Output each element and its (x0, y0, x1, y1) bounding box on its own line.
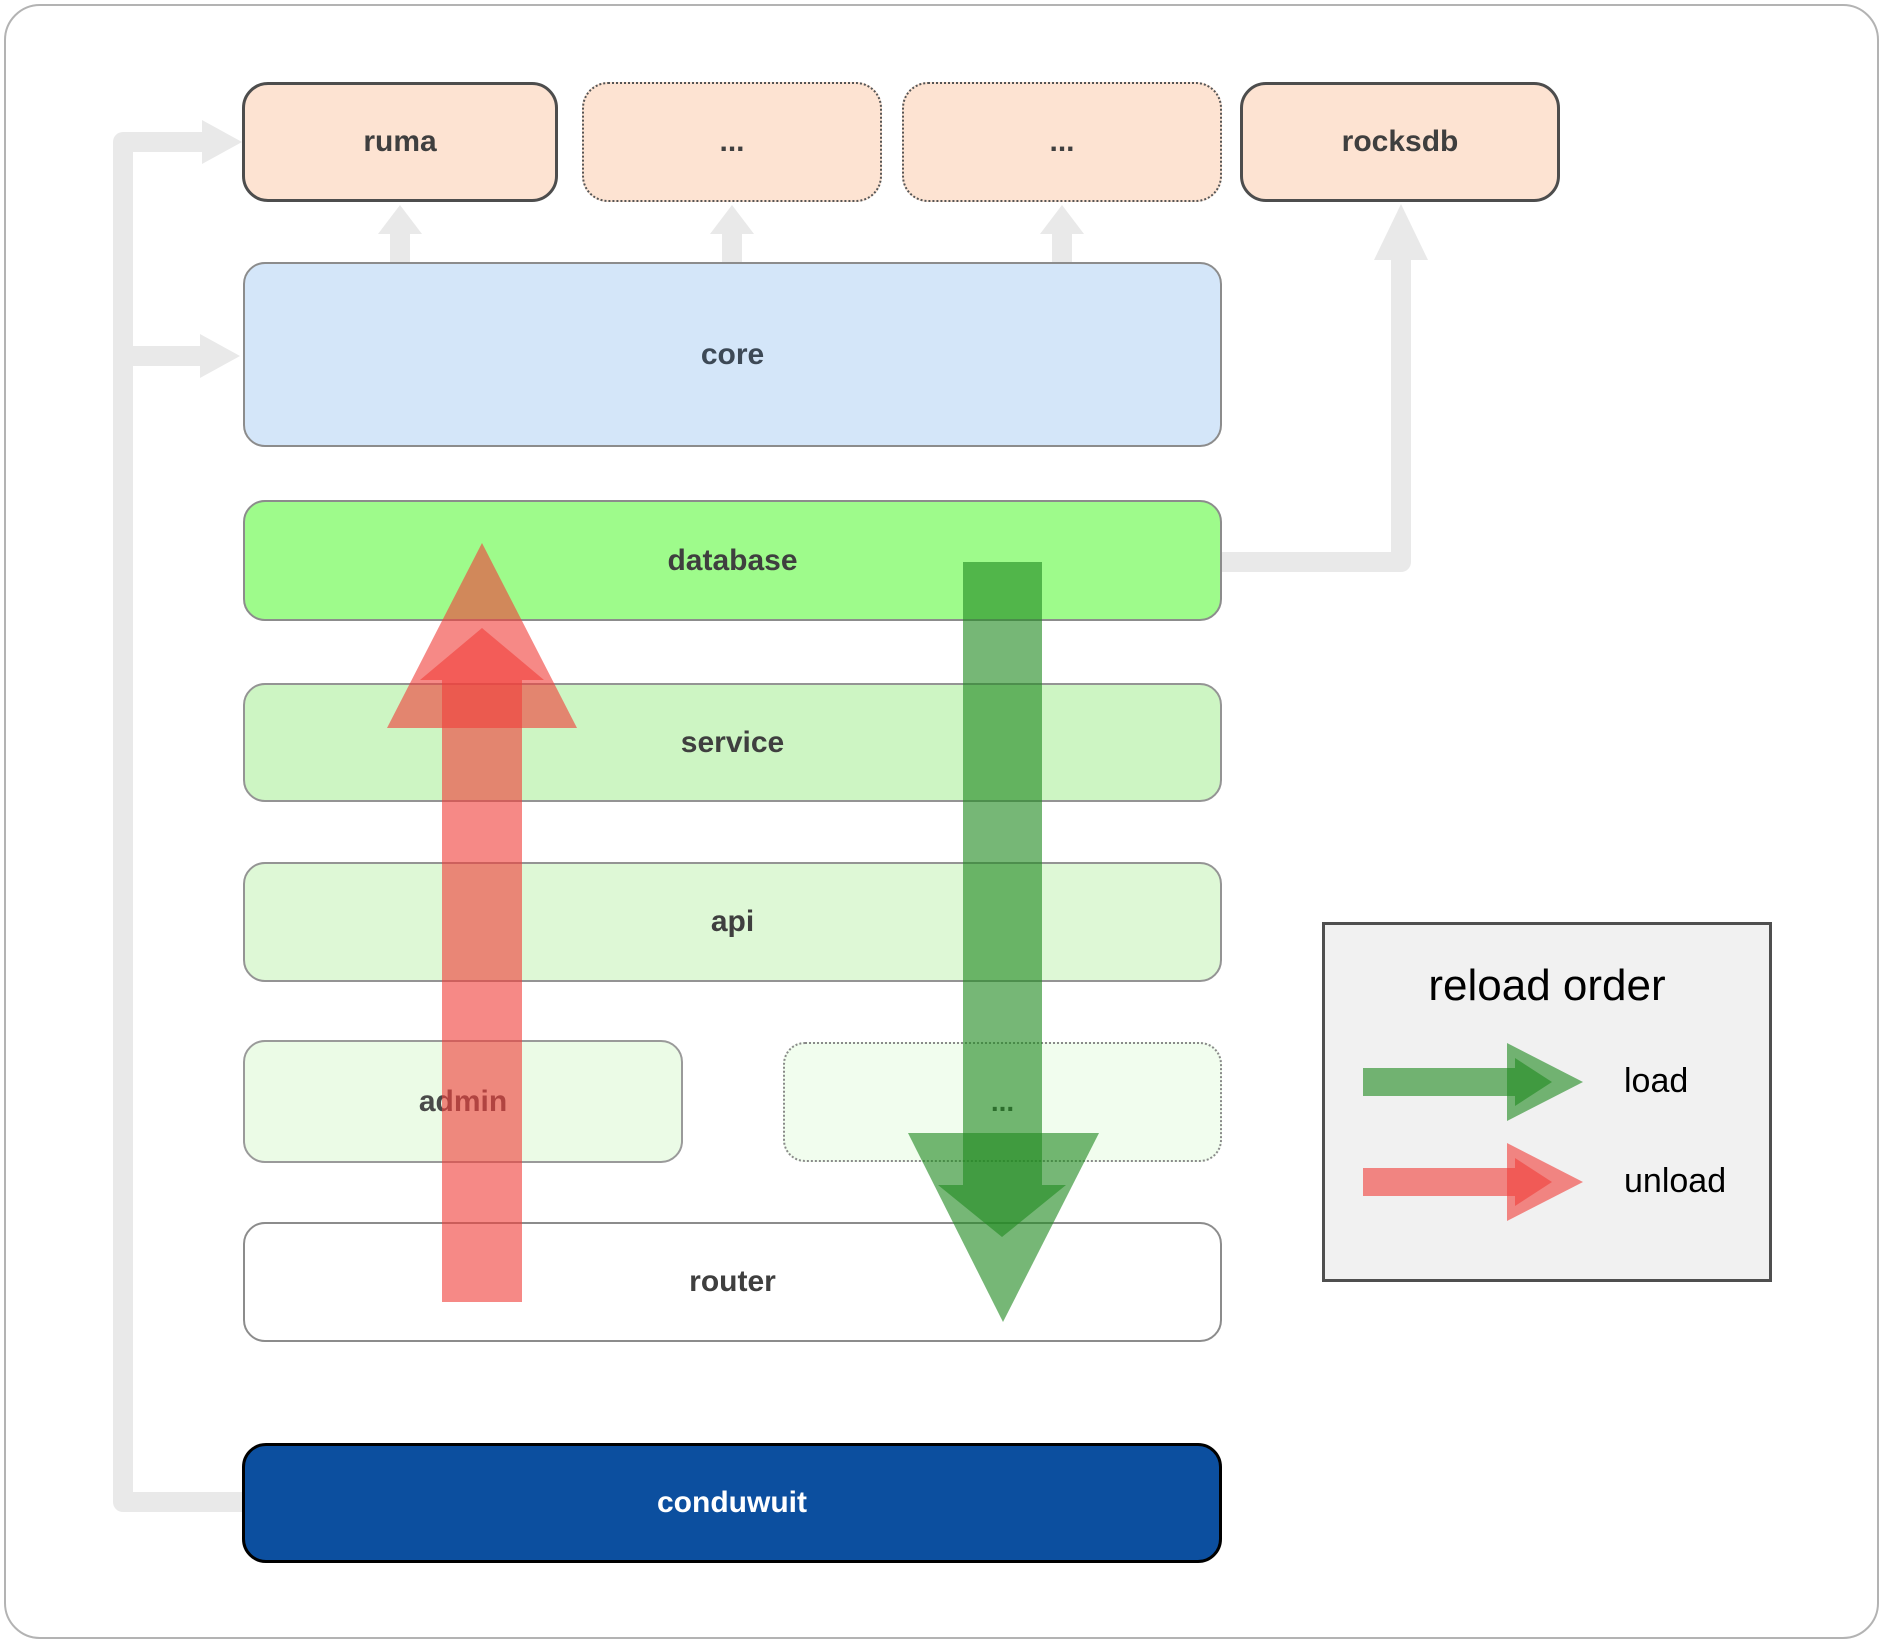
box-conduwuit-label: conduwuit (657, 1486, 807, 1519)
box-core-label: core (700, 337, 765, 371)
box-api: api (243, 862, 1222, 982)
box-ellipsis-2: ... (902, 82, 1222, 202)
legend-reload-order: reload order (1322, 922, 1772, 1282)
box-router-label: router (689, 1265, 776, 1298)
box-core: core (243, 262, 1222, 447)
box-service-label: service (680, 725, 785, 759)
box-ellipsis-1-label: ... (719, 125, 745, 158)
box-rocksdb-label: rocksdb (1341, 125, 1459, 158)
box-api-label: api (710, 905, 755, 938)
box-database-label: database (667, 543, 798, 577)
box-ruma-label: ruma (363, 125, 437, 158)
legend-unload-label: unload (1624, 1162, 1727, 1200)
box-router: router (243, 1222, 1222, 1342)
box-ellipsis-3-label: ... (990, 1086, 1015, 1117)
box-conduwuit: conduwuit (242, 1443, 1222, 1563)
box-ellipsis-3: ... (783, 1042, 1222, 1162)
box-ellipsis-1: ... (582, 82, 882, 202)
box-database: database (243, 500, 1222, 621)
outer-frame (4, 4, 1879, 1639)
box-service: service (243, 683, 1222, 802)
legend-title: reload order (1428, 961, 1666, 1010)
box-ruma: ruma (242, 82, 558, 202)
box-ellipsis-2-label: ... (1049, 125, 1075, 158)
box-admin-label: admin (418, 1084, 508, 1118)
legend-load-label: load (1624, 1062, 1689, 1100)
box-admin: admin (243, 1040, 683, 1163)
box-rocksdb: rocksdb (1240, 82, 1560, 202)
